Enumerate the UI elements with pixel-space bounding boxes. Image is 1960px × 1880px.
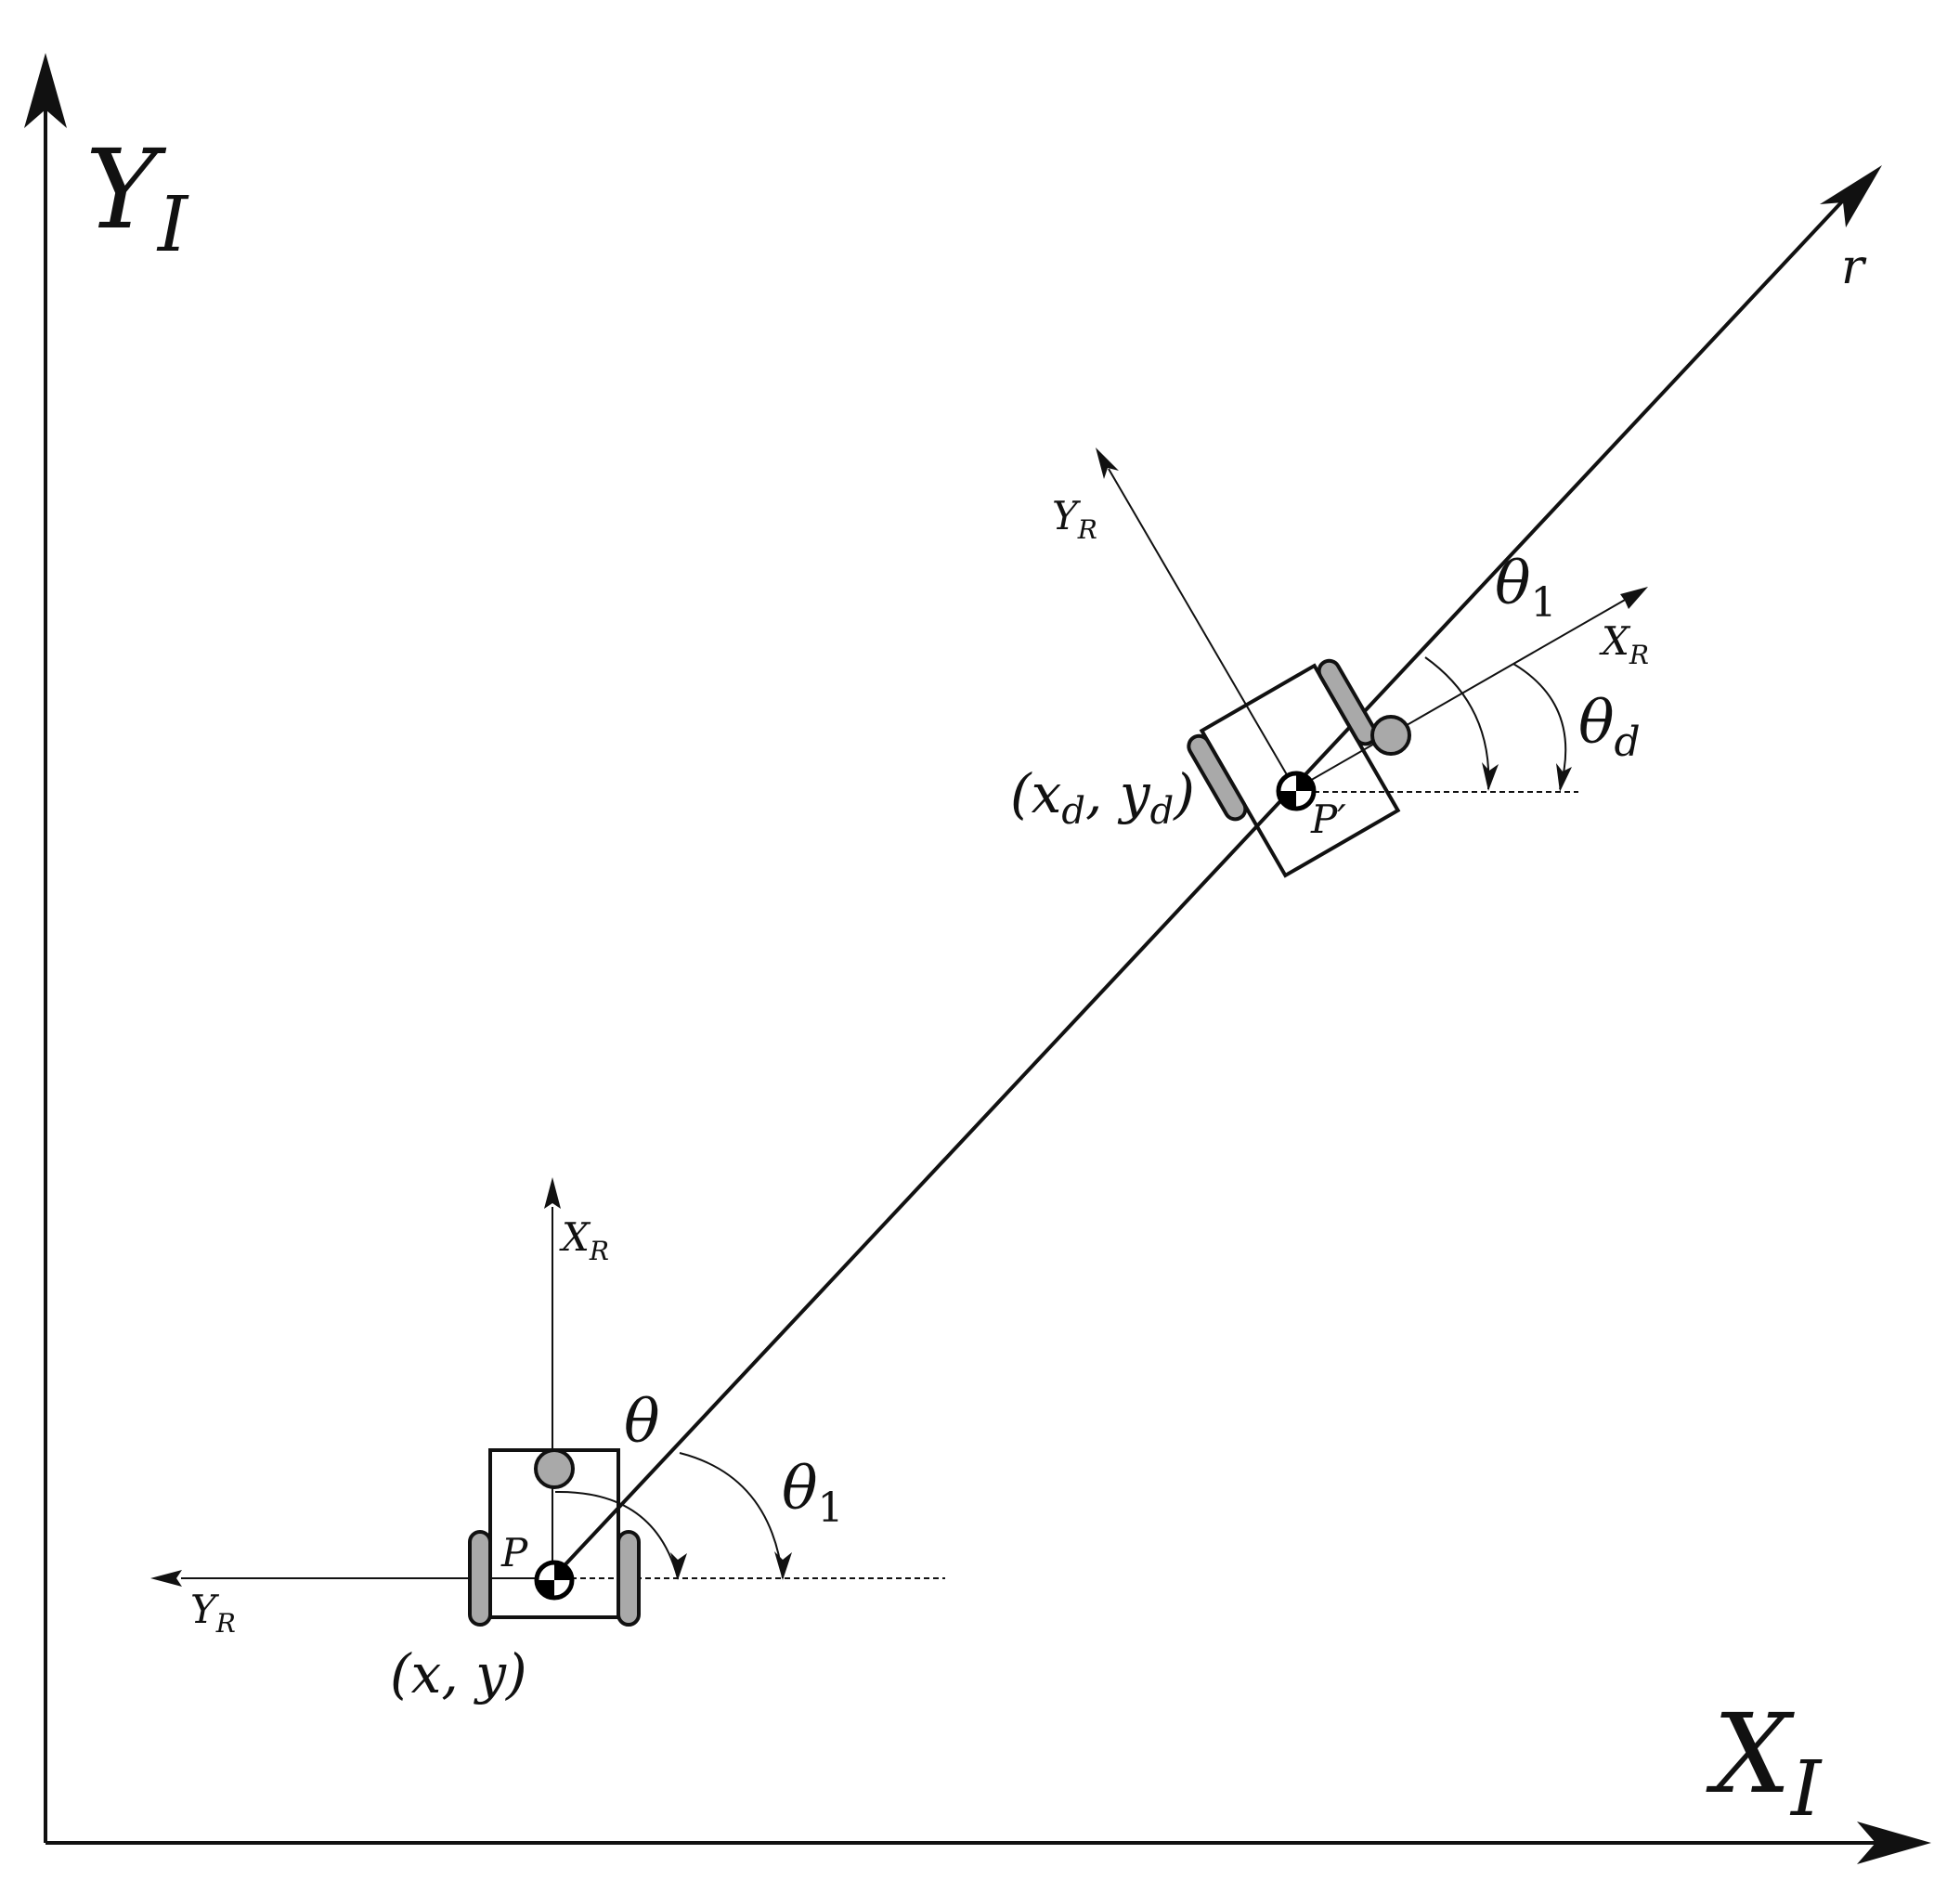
start-coord-label: (x, y) xyxy=(390,1642,527,1705)
goal-right-wheel xyxy=(1317,658,1378,746)
robot-goal xyxy=(1096,447,1648,878)
ray-arrowhead xyxy=(1820,165,1882,227)
start-frame-x-axis xyxy=(544,1177,561,1578)
goal-caster-wheel xyxy=(1370,715,1411,756)
goal-point-label: P′ xyxy=(1310,797,1346,842)
inertial-y-axis xyxy=(24,53,67,1843)
start-theta-label: θ xyxy=(624,1388,660,1457)
ray-label: r xyxy=(1841,240,1867,295)
goal-theta1-label: θ1 xyxy=(1495,550,1557,627)
goal-thetad-arrowhead xyxy=(1556,763,1572,792)
start-frame-y-axis xyxy=(150,1570,552,1587)
ray-r xyxy=(551,165,1882,1580)
x-axis-label: XI xyxy=(1706,1690,1823,1834)
start-theta1-arc xyxy=(679,1452,784,1579)
goal-left-wheel xyxy=(1187,733,1248,822)
goal-coord-label: (xd, yd) xyxy=(1010,762,1195,833)
goal-center-marker xyxy=(1276,771,1317,811)
goal-frame-x-axis xyxy=(1294,587,1648,790)
start-theta-arrowhead xyxy=(670,1552,687,1580)
goal-thetad-arc xyxy=(1512,663,1567,790)
goal-frame-x-label: XR xyxy=(1599,618,1649,670)
start-theta-arc xyxy=(554,1490,679,1579)
start-center-marker xyxy=(534,1560,575,1601)
start-theta1-label: θ1 xyxy=(782,1455,844,1532)
start-caster-wheel xyxy=(534,1448,575,1489)
y-axis-arrowhead xyxy=(24,53,67,128)
goal-thetad-label: θd xyxy=(1578,689,1641,766)
start-frame-y-label: YR xyxy=(190,1587,236,1639)
x-axis-arrowhead xyxy=(1857,1822,1931,1864)
inertial-x-axis xyxy=(45,1822,1931,1864)
robot-start xyxy=(150,1177,945,1627)
start-theta1-arrowhead xyxy=(774,1551,792,1580)
start-frame-x-label: XR xyxy=(559,1214,609,1266)
start-left-wheel xyxy=(468,1530,492,1627)
start-point-label: P xyxy=(500,1530,528,1575)
start-right-wheel xyxy=(617,1530,641,1627)
goal-frame-y-axis xyxy=(1096,447,1296,790)
goal-theta1-arc xyxy=(1424,656,1490,790)
goal-robot-body xyxy=(1199,663,1401,878)
goal-theta1-arrowhead xyxy=(1482,762,1499,791)
goal-frame-y-label: YR xyxy=(1052,493,1097,545)
y-axis-label: YI xyxy=(85,125,189,269)
